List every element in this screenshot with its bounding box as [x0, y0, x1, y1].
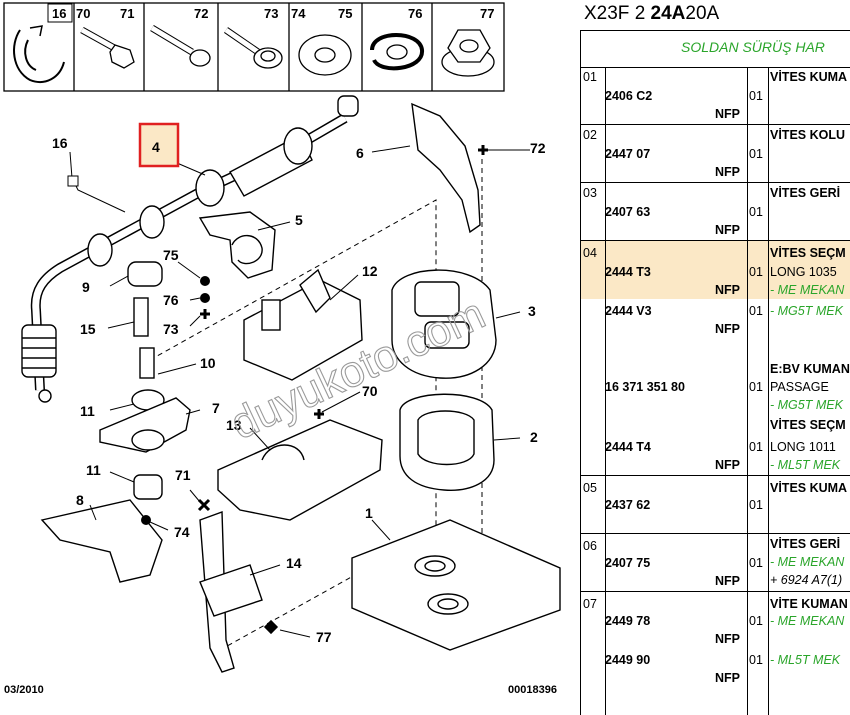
highlighted-part-band — [581, 241, 850, 299]
part-reference: 2437 62 — [605, 498, 651, 512]
strip-label-70: 70 — [76, 6, 90, 21]
callout-70: 70 — [362, 383, 378, 399]
strip-label-77: 77 — [480, 6, 494, 21]
split-washer-icon — [370, 33, 424, 71]
part-reference: 2449 78 — [605, 614, 651, 628]
highlighted-callout-box: 4 — [138, 122, 180, 168]
callout-4: 4 — [152, 139, 160, 155]
callout-8: 8 — [76, 492, 84, 508]
date-code: 03/2010 — [4, 684, 44, 696]
part-reference[interactable]: 2444 V3 — [605, 304, 652, 318]
callout-12: 12 — [362, 263, 378, 279]
dot-75-symbol — [200, 276, 210, 286]
callout-15: 15 — [80, 321, 96, 337]
callout-77: 77 — [316, 629, 332, 645]
callout-5: 5 — [295, 212, 303, 228]
callout-76: 76 — [163, 292, 179, 308]
callout-1: 1 — [365, 505, 373, 521]
assembly-guide-lines — [149, 150, 483, 651]
parts-row-04[interactable]: 04 2444 T3 01 NFP VİTES SEÇM LONG 1035 -… — [580, 241, 850, 476]
parts-row-02[interactable]: 02 2447 07 01 NFP VİTES KOLU — [580, 125, 850, 183]
part-reference[interactable]: 2444 T4 — [605, 440, 651, 454]
parts-row-06[interactable]: 06 2407 75 01 NFP VİTES GERİ - ME MEKAN … — [580, 534, 850, 592]
shift-cable-illustration — [21, 95, 359, 403]
callout-11-upper: 11 — [80, 403, 95, 419]
callout-labels: 16 5 6 72 9 75 76 73 15 10 11 7 11 12 3 … — [52, 135, 546, 645]
clip-icon — [13, 25, 65, 83]
fastener-strip — [3, 2, 505, 92]
screw-icon — [80, 26, 135, 69]
model-code-title: X23F 2 24A20A — [584, 3, 720, 24]
part-reference: 2407 63 — [605, 205, 651, 219]
callout-72: 72 — [530, 140, 546, 156]
washer-icon — [298, 34, 352, 76]
strip-label-72: 72 — [194, 6, 208, 21]
strip-label-74: 74 — [291, 6, 306, 21]
part-reference[interactable]: 2449 90 — [605, 653, 651, 667]
strip-label-75: 75 — [338, 6, 352, 21]
callout-74: 74 — [174, 524, 190, 540]
bracket-5-illustration — [198, 211, 276, 279]
fastener-symbols — [141, 145, 488, 635]
callout-11-lower: 11 — [86, 462, 101, 478]
flange-nut-icon — [441, 29, 495, 77]
bolt-icon — [150, 24, 211, 67]
clip-16-marker — [67, 175, 79, 187]
part-reference: 2406 C2 — [605, 89, 653, 103]
callout-7: 7 — [212, 400, 220, 416]
strip-label-71: 71 — [120, 6, 134, 21]
callout-9: 9 — [82, 279, 90, 295]
drawing-number: 00018396 — [508, 684, 557, 696]
diamond-77-symbol — [263, 619, 279, 635]
bushing-parts-illustration — [40, 261, 263, 673]
callout-10: 10 — [200, 355, 216, 371]
callout-73: 73 — [163, 321, 179, 337]
flange-screw-icon — [224, 27, 283, 69]
parts-row-01[interactable]: 01 2406 C2 01 NFP VİTES KUMA — [580, 67, 850, 125]
callout-16: 16 — [52, 135, 68, 151]
parts-list-panel: X23F 2 24A20A SOLDAN SÜRÜŞ HAR 01 2406 C… — [580, 0, 850, 715]
bracket-12-illustration — [243, 268, 363, 381]
gear-housing-3-illustration — [391, 269, 497, 379]
dot-76-symbol — [200, 293, 210, 303]
callout-2: 2 — [530, 429, 538, 445]
bracket-6-illustration — [411, 102, 481, 234]
plus-73-symbol — [200, 309, 210, 319]
callout-75: 75 — [163, 247, 179, 263]
callout-3: 3 — [528, 303, 536, 319]
steering-side-subheader: SOLDAN SÜRÜŞ HAR — [580, 30, 850, 68]
part-reference: 2407 75 — [605, 556, 651, 570]
strip-label-73: 73 — [264, 6, 278, 21]
parts-row-03[interactable]: 03 2407 63 01 NFP VİTES GERİ — [580, 183, 850, 241]
callout-6: 6 — [356, 145, 364, 161]
strip-label-16: 16 — [52, 6, 66, 21]
parts-row-05[interactable]: 05 2437 62 01 VİTES KUMA — [580, 476, 850, 534]
strip-label-76: 76 — [408, 6, 422, 21]
part-reference[interactable]: 16 371 351 80 — [605, 380, 685, 394]
fastener-labels: 16 70 71 72 73 74 75 76 77 — [47, 3, 494, 23]
plus-70-symbol — [314, 409, 324, 419]
callout-14: 14 — [286, 555, 302, 571]
exploded-parts-diagram: 16 70 71 72 73 74 75 76 77 — [3, 2, 561, 696]
parts-row-07[interactable]: 07 VİTE KUMAN 2449 78 01 - ME MEKAN NFP … — [580, 592, 850, 715]
callout-71: 71 — [175, 467, 191, 483]
part-reference: 2447 07 — [605, 147, 651, 161]
plus-72-symbol — [478, 145, 488, 155]
cross-71-symbol — [197, 498, 211, 512]
bracket-13-illustration — [217, 419, 383, 521]
gear-boot-2-illustration — [399, 393, 495, 491]
callout-13: 13 — [226, 417, 242, 433]
base-plate-1-illustration — [351, 519, 561, 651]
dot-74-symbol — [141, 515, 151, 525]
part-reference-highlighted: 2444 T3 — [605, 265, 651, 279]
